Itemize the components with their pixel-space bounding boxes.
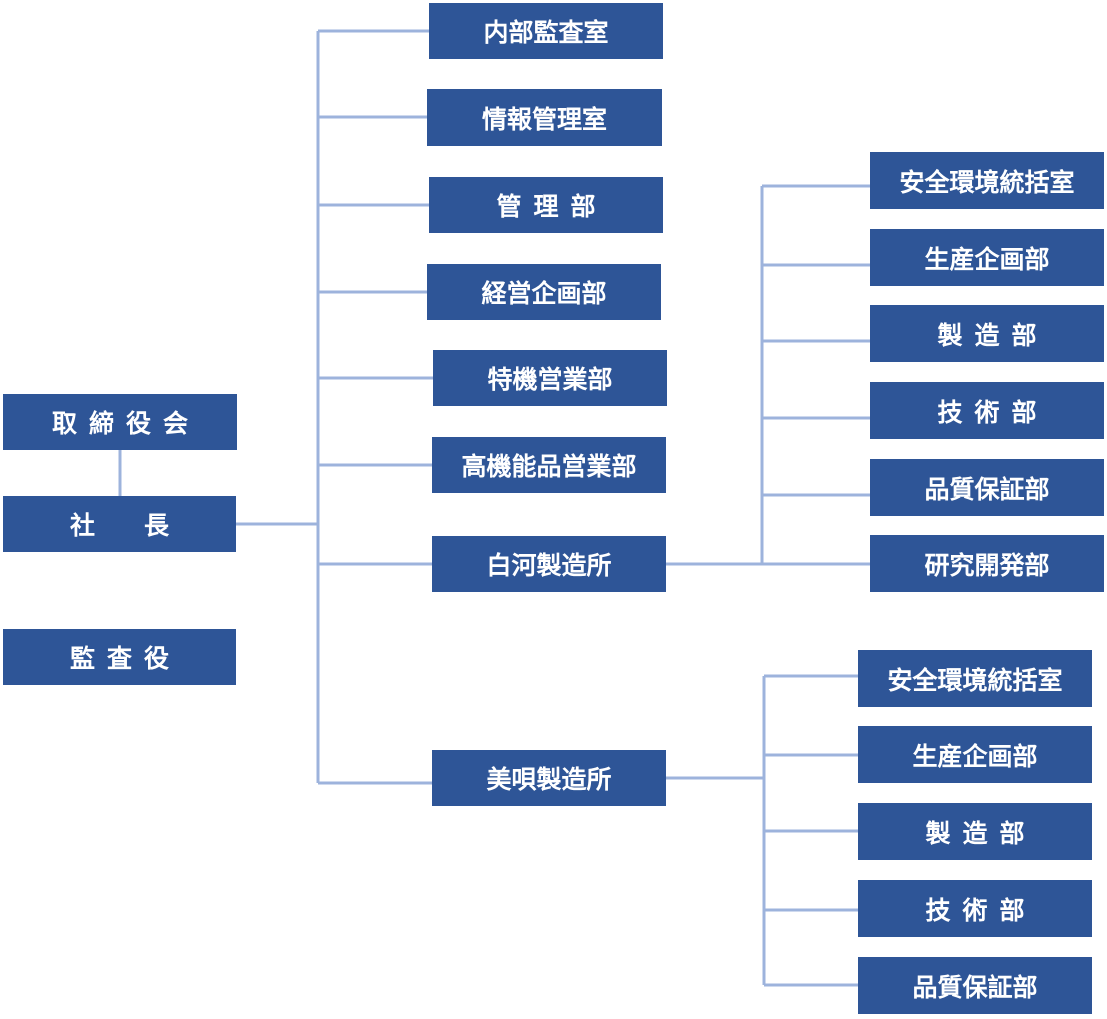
president-box: 社 長 [3,496,236,552]
shirakawa-unit-label: 研究開発部 [924,550,1050,580]
shirakawa-plant-label: 白河製造所 [486,551,612,580]
bibai-unit-box: 技術部 [858,880,1092,937]
bibai-unit-label: 安全環境統括室 [887,665,1063,695]
dept-special-sales-label: 特機営業部 [487,365,613,394]
shirakawa-unit-label: 生産企画部 [924,244,1050,274]
board-of-directors-box: 取締役会 [3,394,237,450]
shirakawa-unit-box: 生産企画部 [870,229,1104,286]
bibai-unit-label: 品質保証部 [912,972,1038,1002]
shirakawa-unit-box: 安全環境統括室 [870,152,1104,209]
dept-special-sales-box: 特機営業部 [433,350,667,406]
board-of-directors-label: 取締役会 [51,409,200,438]
bibai-unit-box: 安全環境統括室 [858,650,1092,707]
bibai-unit-label: 技術部 [925,895,1037,925]
dept-administration-box: 管理部 [429,177,663,233]
bibai-plant-box: 美唄製造所 [432,750,666,806]
shirakawa-unit-box: 品質保証部 [870,459,1104,516]
bibai-unit-label: 生産企画部 [912,741,1038,771]
dept-high-function-sales-label: 高機能品営業部 [461,452,637,481]
dept-high-function-sales-box: 高機能品営業部 [432,437,666,493]
shirakawa-unit-box: 研究開発部 [870,535,1104,592]
dept-corporate-planning-label: 経営企画部 [481,279,607,308]
shirakawa-unit-label: 技術部 [937,397,1049,427]
bibai-unit-box: 生産企画部 [858,726,1092,783]
shirakawa-unit-label: 品質保証部 [924,474,1050,504]
dept-info-management-label: 情報管理室 [481,104,607,134]
dept-internal-audit-label: 内部監査室 [483,18,609,47]
bibai-plant-label: 美唄製造所 [486,765,612,794]
bibai-unit-label: 製造部 [925,818,1037,848]
bibai-unit-box: 品質保証部 [858,957,1092,1014]
dept-internal-audit-box: 内部監査室 [429,3,663,59]
president-label: 社 長 [69,511,181,540]
dept-info-management-box: 情報管理室 [427,89,662,146]
shirakawa-unit-label: 製造部 [937,320,1049,350]
bibai-unit-box: 製造部 [858,803,1092,860]
shirakawa-plant-box: 白河製造所 [432,536,666,592]
shirakawa-unit-label: 安全環境統括室 [899,167,1075,197]
dept-administration-label: 管理部 [496,192,608,221]
auditor-box: 監査役 [3,629,236,685]
shirakawa-unit-box: 技術部 [870,382,1104,439]
auditor-label: 監査役 [69,644,181,673]
shirakawa-unit-box: 製造部 [870,305,1104,362]
dept-corporate-planning-box: 経営企画部 [427,264,661,320]
